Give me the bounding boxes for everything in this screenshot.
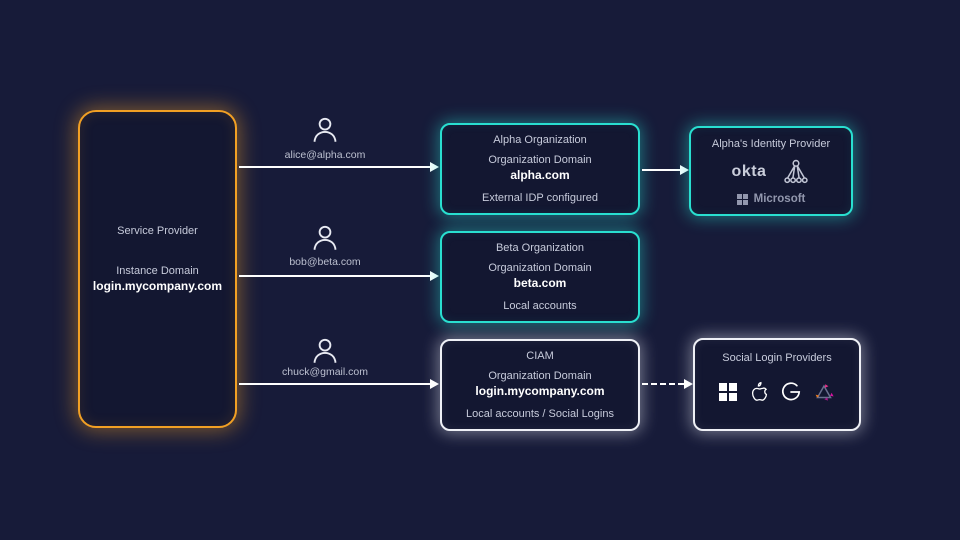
service-provider-title: Service Provider [117, 225, 198, 238]
alpha-identity-provider-box: Alpha's Identity Provider okta Microsoft [689, 126, 853, 216]
org-domain-label: Organization Domain [488, 262, 592, 275]
idp-logo-row: okta [732, 158, 811, 186]
user-icon [313, 338, 337, 363]
okta-logo: okta [731, 162, 767, 180]
org-domain-group: Organization Domain alpha.com [488, 154, 591, 183]
google-icon [781, 382, 800, 401]
user-icon [313, 117, 337, 142]
social-icons-row [718, 380, 836, 404]
arrow-alpha-to-idp [642, 165, 689, 175]
org-name: Alpha Organization [493, 134, 587, 146]
org-domain-value: alpha.com [510, 168, 570, 183]
org-domain-group: Organization Domain login.mycompany.com [475, 370, 604, 399]
service-provider-box: Service Provider Instance Domain login.m… [78, 110, 237, 428]
microsoft-grid-icon [736, 193, 748, 205]
org-domain-value: login.mycompany.com [475, 384, 605, 399]
social-login-providers-box: Social Login Providers [693, 338, 861, 431]
arrowhead [684, 379, 693, 389]
org-domain-label: Organization Domain [488, 154, 592, 167]
alpha-organization-box: Alpha Organization Organization Domain a… [440, 123, 640, 215]
beta-organization-box: Beta Organization Organization Domain be… [440, 231, 640, 323]
arrowhead [430, 379, 439, 389]
org-name: Beta Organization [495, 242, 585, 254]
instance-domain-label: Instance Domain [116, 265, 199, 278]
arrow-sp-to-beta [239, 271, 439, 281]
arrow-ciam-to-social [642, 379, 693, 389]
triangle-logo-icon [815, 384, 834, 401]
user-email: chuck@gmail.com [282, 366, 368, 378]
org-note: Local accounts [503, 300, 577, 312]
microsoft-wordmark: Microsoft [753, 193, 806, 205]
org-domain-value: beta.com [513, 276, 567, 291]
apple-icon [751, 381, 767, 401]
arrowhead [680, 165, 689, 175]
ciam-box: CIAM Organization Domain login.mycompany… [440, 339, 640, 431]
user-email: bob@beta.com [289, 256, 361, 268]
org-name: CIAM [526, 350, 554, 362]
org-note: Local accounts / Social Logins [466, 408, 614, 420]
instance-domain-value: login.mycompany.com [92, 278, 223, 293]
directory-tree-icon [784, 159, 809, 183]
user-icon [313, 225, 337, 250]
org-domain-group: Organization Domain beta.com [488, 262, 591, 291]
social-title: Social Login Providers [722, 352, 832, 364]
arrow-sp-to-alpha [239, 162, 439, 172]
arrowhead [430, 162, 439, 172]
idp-title: Alpha's Identity Provider [711, 138, 831, 150]
org-domain-label: Organization Domain [488, 370, 592, 383]
user-email: alice@alpha.com [284, 149, 366, 161]
arrowhead [430, 271, 439, 281]
org-note: External IDP configured [482, 192, 598, 204]
arrow-sp-to-ciam [239, 379, 439, 389]
microsoft-logo: Microsoft [736, 193, 806, 205]
windows-icon [718, 383, 737, 401]
